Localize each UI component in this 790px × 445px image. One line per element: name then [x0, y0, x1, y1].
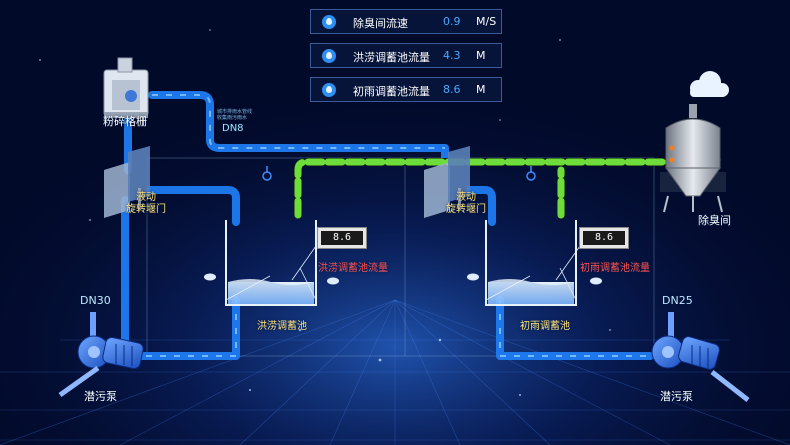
green-pipeline — [294, 158, 676, 219]
pump-icon — [58, 312, 144, 398]
flowmeter-reading: 8.6 — [583, 231, 625, 245]
metric-value: 8.6 — [443, 83, 461, 96]
metric-label: 洪涝调蓄池流量 — [353, 51, 430, 64]
metric-rain-flow: 初雨调蓄池流量 8.6 M — [310, 77, 502, 102]
metric-value: 4.3 — [443, 49, 461, 62]
flowmeter-left: 8.6 — [317, 227, 367, 249]
gate-valve-icon — [424, 146, 470, 218]
tank-left — [204, 220, 339, 306]
metric-unit: M/S — [476, 15, 497, 28]
tank-right — [467, 220, 602, 306]
dn-label-top: DN8 — [222, 123, 244, 134]
pump-right-label: 潜污泵 — [660, 390, 693, 403]
pipe-note-label: 城市排雨水管线 收集雨污雨水 — [217, 109, 253, 121]
flowmeter-reading: 8.6 — [321, 231, 363, 245]
grinder-icon — [103, 57, 149, 118]
tank-left-label: 洪涝调蓄池 — [257, 321, 307, 332]
water-drop-icon — [322, 83, 336, 97]
cloud-icon — [690, 71, 729, 97]
metric-label: 初雨调蓄池流量 — [353, 85, 430, 98]
meter-right-label: 初雨调蓄池流量 — [580, 263, 650, 274]
metric-flood-flow: 洪涝调蓄池流量 4.3 M — [310, 43, 502, 68]
metric-unit: M — [476, 83, 486, 96]
metric-value: 0.9 — [443, 15, 461, 28]
dn30-label: DN30 — [80, 294, 111, 307]
water-drop-icon — [322, 49, 336, 63]
metric-deodor-flow: 除臭间流速 0.9 M/S — [310, 9, 502, 34]
grid-floor — [0, 299, 790, 445]
metric-label: 除臭间流速 — [353, 17, 408, 30]
deodor-room-label: 除臭间 — [698, 214, 731, 227]
water-drop-icon — [322, 15, 336, 29]
meter-left-label: 洪涝调蓄池流量 — [318, 263, 388, 274]
grinder-label: 粉碎格栅 — [103, 115, 147, 128]
gate-right-label: 液动 旋转堰门 — [446, 192, 486, 215]
flowmeter-right: 8.6 — [579, 227, 629, 249]
gate-left-label: 液动 旋转堰门 — [126, 192, 166, 215]
dn25-label: DN25 — [662, 294, 693, 307]
metric-unit: M — [476, 49, 486, 62]
pump-icon — [651, 312, 750, 402]
pump-left-label: 潜污泵 — [84, 390, 117, 403]
deodorization-tower-icon — [660, 104, 726, 213]
gate-valve-icon — [104, 146, 150, 218]
tank-right-label: 初雨调蓄池 — [520, 321, 570, 332]
